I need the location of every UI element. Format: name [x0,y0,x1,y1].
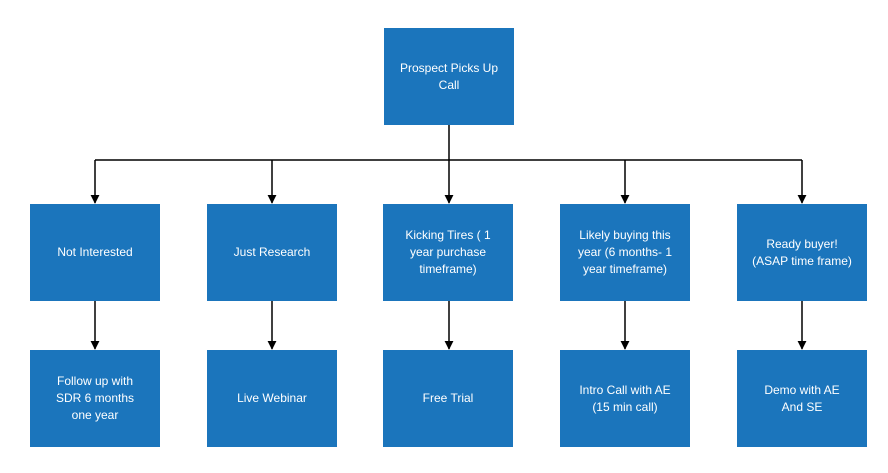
stage-node-likely-buying: Likely buying this year (6 months- 1 yea… [560,204,690,301]
stage-node-kicking-tires: Kicking Tires ( 1 year purchase timefram… [383,204,513,301]
stage-node-not-interested: Not Interested [30,204,160,301]
stage-node-just-research: Just Research [207,204,337,301]
action-node-free-trial: Free Trial [383,350,513,447]
stage-node-ready-buyer: Ready buyer! (ASAP time frame) [737,204,867,301]
action-node-demo-ae-se: Demo with AE And SE [737,350,867,447]
action-node-follow-up-sdr: Follow up with SDR 6 months one year [30,350,160,447]
action-node-live-webinar: Live Webinar [207,350,337,447]
root-node-prospect-picks-up-call: Prospect Picks Up Call [384,28,514,125]
action-node-intro-call-ae: Intro Call with AE (15 min call) [560,350,690,447]
